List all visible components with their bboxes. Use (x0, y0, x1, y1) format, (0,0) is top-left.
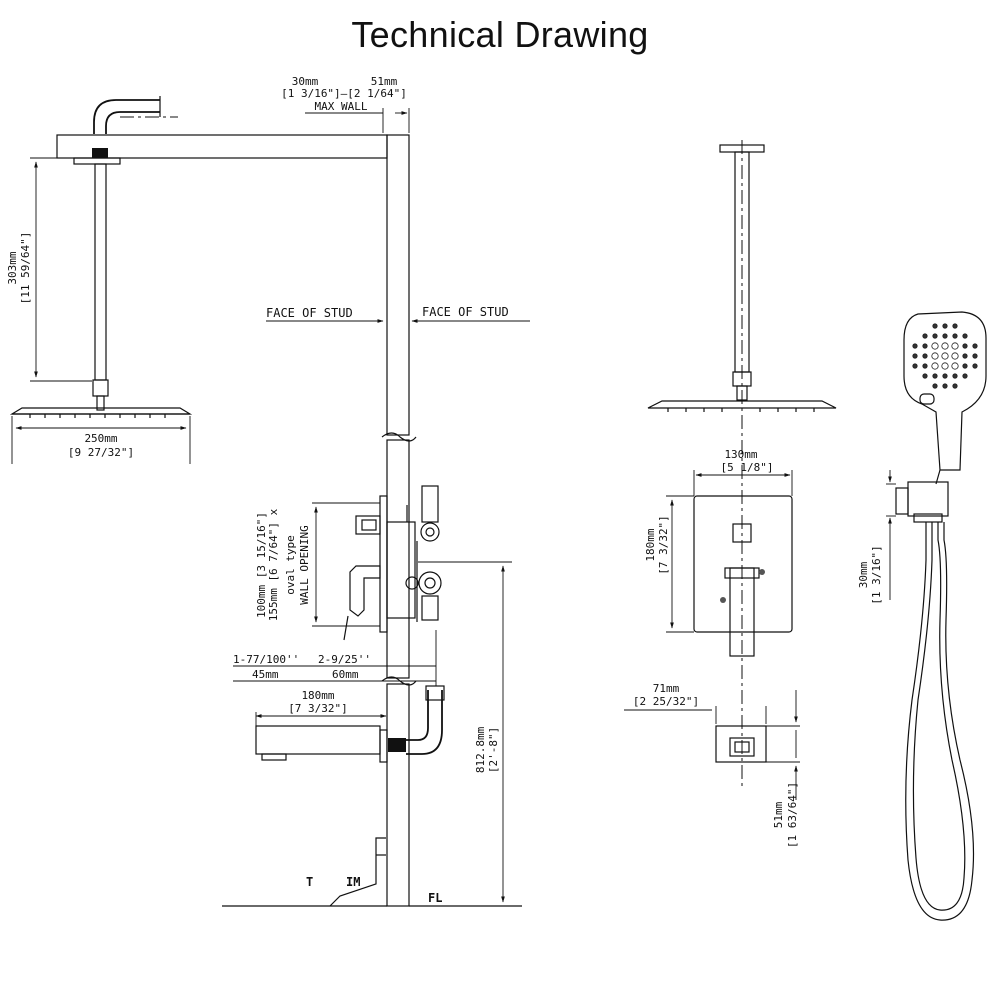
spout-height-mm: 51mm (772, 801, 785, 828)
nozzle-dot (931, 362, 939, 370)
nozzle-dot (962, 333, 968, 339)
tile-t-label: T (306, 875, 313, 889)
nozzle-dot (931, 352, 939, 360)
nozzle-dot (962, 343, 968, 349)
max-wall-right-mm: 51mm (371, 75, 398, 88)
rain-shower-head (9, 407, 193, 415)
opening-type: oval type (284, 535, 297, 595)
nozzle-dot (932, 323, 938, 329)
floor-height-in: [2'-8"] (487, 727, 500, 773)
plate-height-mm: 180mm (644, 528, 657, 561)
spout-length-mm: 180mm (301, 689, 334, 702)
nozzle-dot (912, 343, 918, 349)
handheld-head (903, 311, 987, 471)
nozzle-dot (952, 323, 958, 329)
spout-height-in: [1 63/64"] (786, 782, 799, 848)
plate-height-in: [7 3/32"] (657, 515, 670, 575)
nozzle-dot (942, 323, 948, 329)
nozzle-dot (962, 373, 968, 379)
holder-mm: 30mm (857, 561, 870, 588)
nozzle-dot (912, 363, 918, 369)
holder-in: [1 3/16"] (870, 545, 883, 605)
nozzle-dot (952, 333, 958, 339)
wall-holder (907, 481, 949, 517)
nozzle-dot (962, 353, 968, 359)
front-view: 130mm [5 1/8"] 180mm [7 3/32"] 71mm [2 2… (624, 140, 837, 848)
face-of-stud-right: FACE OF STUD (422, 305, 509, 319)
face-of-stud-left: FACE OF STUD (266, 306, 353, 320)
page-title: Technical Drawing (351, 14, 649, 55)
nozzle-dot (922, 373, 928, 379)
spout-length-in: [7 3/32"] (288, 702, 348, 715)
opening-width: 155mm [6 7/64"] x (267, 508, 280, 621)
nozzle-dot (942, 383, 948, 389)
nozzle-dot (942, 373, 948, 379)
depth-in-1: 1-77/100'' (233, 653, 299, 666)
spout-width-mm: 71mm (653, 682, 680, 695)
tile-im-label: IM (346, 875, 360, 889)
arm-height-in: [11 59/64"] (19, 232, 32, 305)
nozzle-dot (951, 362, 959, 370)
rain-shower-head-front (647, 400, 837, 409)
nozzle-dot (932, 383, 938, 389)
handheld-shower: 30mm [1 3/16"] (857, 311, 987, 921)
spout-width-in: [2 25/32"] (633, 695, 699, 708)
opening-height: 100mm [3 15/16"] (255, 512, 268, 618)
max-wall-in: [1 3/16"]—[2 1/64"] (281, 87, 407, 100)
nozzle-dot (942, 333, 948, 339)
max-wall-label: MAX WALL (315, 100, 368, 113)
nozzle-dot (951, 352, 959, 360)
floor-height-mm: 812.8mm (474, 726, 487, 773)
nozzle-dot (962, 363, 968, 369)
tub-spout-front (715, 725, 767, 763)
depth-in-2: 2-9/25'' (318, 653, 371, 666)
head-width-mm: 250mm (84, 432, 117, 445)
nozzle-dot (922, 353, 928, 359)
wall-lower (386, 683, 410, 907)
wall-opening-label: WALL OPENING (298, 525, 311, 604)
nozzle-dot (922, 343, 928, 349)
side-view: 303mm [11 59/64"] 250mm [9 27/32"] 30mm … (6, 75, 530, 907)
plate-width-in: [5 1/8"] (721, 461, 774, 474)
nozzle-pattern (912, 323, 978, 389)
nozzle-dot (952, 383, 958, 389)
nozzle-dot (951, 342, 959, 350)
valve-lever-side (349, 565, 381, 617)
nozzle-dot (941, 342, 949, 350)
nozzle-dot (952, 373, 958, 379)
trim-plate-front (693, 495, 793, 633)
nozzle-dot (922, 333, 928, 339)
nozzle-dot (912, 353, 918, 359)
nozzle-dot (972, 363, 978, 369)
nozzle-dot (972, 343, 978, 349)
shower-hose (905, 522, 975, 921)
arm-height-mm: 303mm (6, 251, 19, 284)
plate-width-mm: 130mm (724, 448, 757, 461)
floor-fl-label: FL (428, 891, 442, 905)
depth-mm-1: 45mm (252, 668, 279, 681)
nozzle-dot (922, 363, 928, 369)
trim-plate-side (379, 495, 388, 633)
nozzle-dot (941, 362, 949, 370)
nozzle-dot (932, 333, 938, 339)
nozzle-dot (931, 342, 939, 350)
diverter-button (732, 523, 752, 543)
wall-middle (386, 439, 410, 679)
nozzle-dot (941, 352, 949, 360)
nozzle-dot (932, 373, 938, 379)
tub-spout-side (255, 725, 381, 755)
head-width-in: [9 27/32"] (68, 446, 134, 459)
depth-mm-2: 60mm (332, 668, 359, 681)
shower-arm (94, 163, 107, 381)
max-wall-left-mm: 30mm (292, 75, 319, 88)
nozzle-dot (972, 353, 978, 359)
wall-upper (386, 134, 410, 436)
